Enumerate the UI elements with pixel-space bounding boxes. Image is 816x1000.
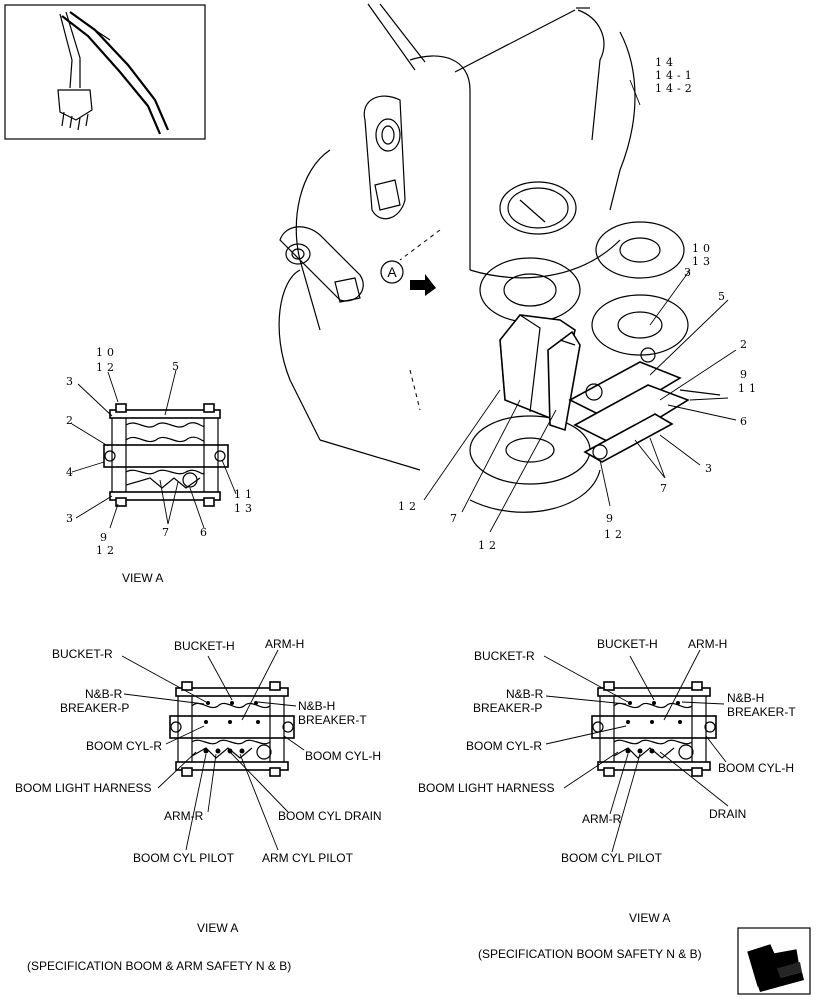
callout: 5 bbox=[172, 360, 183, 373]
callout: 12 bbox=[96, 361, 118, 374]
callout: 6 bbox=[200, 526, 211, 539]
left-clamp-labels: BUCKET-R BUCKET-H ARM-H N&B-R BREAKER-P … bbox=[15, 637, 382, 865]
callout: 7 bbox=[660, 482, 671, 495]
callout: 3 bbox=[66, 512, 77, 525]
callout: 2 bbox=[740, 338, 751, 351]
callout: 13 bbox=[234, 502, 256, 515]
label-arm-h: ARM-H bbox=[688, 637, 727, 651]
callout: 12 bbox=[398, 500, 420, 513]
view-a-small-caption: VIEW A bbox=[122, 571, 163, 585]
left-clamp-diagram bbox=[121, 649, 305, 851]
label-breaker-p: BREAKER-P bbox=[60, 701, 129, 715]
callout: 13 bbox=[692, 255, 714, 268]
callout: 9 bbox=[740, 368, 751, 381]
right-spec-caption: (SPECIFICATION BOOM SAFETY N & B) bbox=[478, 947, 702, 961]
callout: 7 bbox=[162, 526, 173, 539]
right-clamp-labels: BUCKET-R BUCKET-H ARM-H N&B-R BREAKER-P … bbox=[418, 637, 796, 865]
label-arm-cyl-pilot: ARM CYL PILOT bbox=[262, 851, 354, 865]
callout: 10 bbox=[692, 242, 714, 255]
view-a-small-diagram bbox=[71, 369, 237, 529]
callout: 3 bbox=[705, 462, 716, 475]
callout: 10 bbox=[96, 346, 118, 359]
label-nb-h: N&B-H bbox=[298, 699, 335, 713]
callout: 3 bbox=[66, 375, 77, 388]
view-a-marker-letter: A bbox=[387, 264, 397, 280]
label-boom-cyl-h: BOOM CYL-H bbox=[718, 761, 794, 775]
next-page-arrow-icon[interactable] bbox=[737, 927, 811, 995]
label-boom-cyl-pilot: BOOM CYL PILOT bbox=[561, 851, 663, 865]
callout: 6 bbox=[740, 415, 751, 428]
label-boom-cyl-r: BOOM CYL-R bbox=[466, 739, 542, 753]
callout: 11 bbox=[738, 382, 760, 395]
callout: 11 bbox=[234, 488, 256, 501]
boom-foot-drawing: A bbox=[278, 3, 737, 533]
callout: 12 bbox=[96, 544, 118, 557]
label-breaker-t: BREAKER-T bbox=[727, 705, 796, 719]
right-clamp-diagram bbox=[543, 649, 729, 853]
callout: 12 bbox=[478, 539, 500, 552]
main-callouts: 14 14-1 14-2 10 13 3 5 2 9 11 6 3 7 9 12… bbox=[398, 56, 760, 552]
callout: 12 bbox=[604, 528, 626, 541]
label-nb-r: N&B-R bbox=[85, 687, 123, 701]
label-drain: DRAIN bbox=[709, 807, 746, 821]
label-arm-r: ARM-R bbox=[164, 809, 204, 823]
label-arm-h: ARM-H bbox=[265, 637, 304, 651]
left-view-caption: VIEW A bbox=[197, 921, 238, 935]
callout: 2 bbox=[66, 414, 77, 427]
label-boom-cyl-h: BOOM CYL-H bbox=[305, 749, 381, 763]
label-boom-cyl-r: BOOM CYL-R bbox=[86, 739, 162, 753]
right-view-caption: VIEW A bbox=[629, 911, 670, 925]
callout: 14 bbox=[655, 56, 677, 69]
label-boom-cyl-pilot: BOOM CYL PILOT bbox=[133, 851, 235, 865]
label-boom-light-harness: BOOM LIGHT HARNESS bbox=[15, 781, 151, 795]
callout: 4 bbox=[66, 466, 77, 479]
view-a-marker bbox=[380, 260, 404, 284]
label-bucket-h: BUCKET-H bbox=[597, 637, 658, 651]
label-bucket-h: BUCKET-H bbox=[174, 639, 235, 653]
callout: 14-1 bbox=[655, 69, 696, 82]
label-bucket-r: BUCKET-R bbox=[52, 647, 113, 661]
label-boom-light-harness: BOOM LIGHT HARNESS bbox=[418, 781, 554, 795]
callout: 14-2 bbox=[655, 82, 696, 95]
left-spec-caption: (SPECIFICATION BOOM & ARM SAFETY N & B) bbox=[27, 959, 291, 973]
label-boom-cyl-drain: BOOM CYL DRAIN bbox=[278, 809, 382, 823]
callout: 3 bbox=[684, 266, 695, 279]
label-breaker-t: BREAKER-T bbox=[298, 713, 367, 727]
label-arm-r: ARM-R bbox=[582, 812, 622, 826]
callout: 9 bbox=[100, 531, 111, 544]
callout: 7 bbox=[450, 512, 461, 525]
view-a-small-callouts: 10 12 3 5 2 4 11 13 3 9 12 7 6 bbox=[66, 346, 256, 557]
excavator-thumbnail-icon bbox=[4, 4, 206, 140]
callout: 9 bbox=[606, 512, 617, 525]
label-nb-r: N&B-R bbox=[506, 687, 544, 701]
label-nb-h: N&B-H bbox=[727, 691, 764, 705]
label-bucket-r: BUCKET-R bbox=[474, 649, 535, 663]
callout: 5 bbox=[718, 290, 729, 303]
label-breaker-p: BREAKER-P bbox=[473, 701, 542, 715]
